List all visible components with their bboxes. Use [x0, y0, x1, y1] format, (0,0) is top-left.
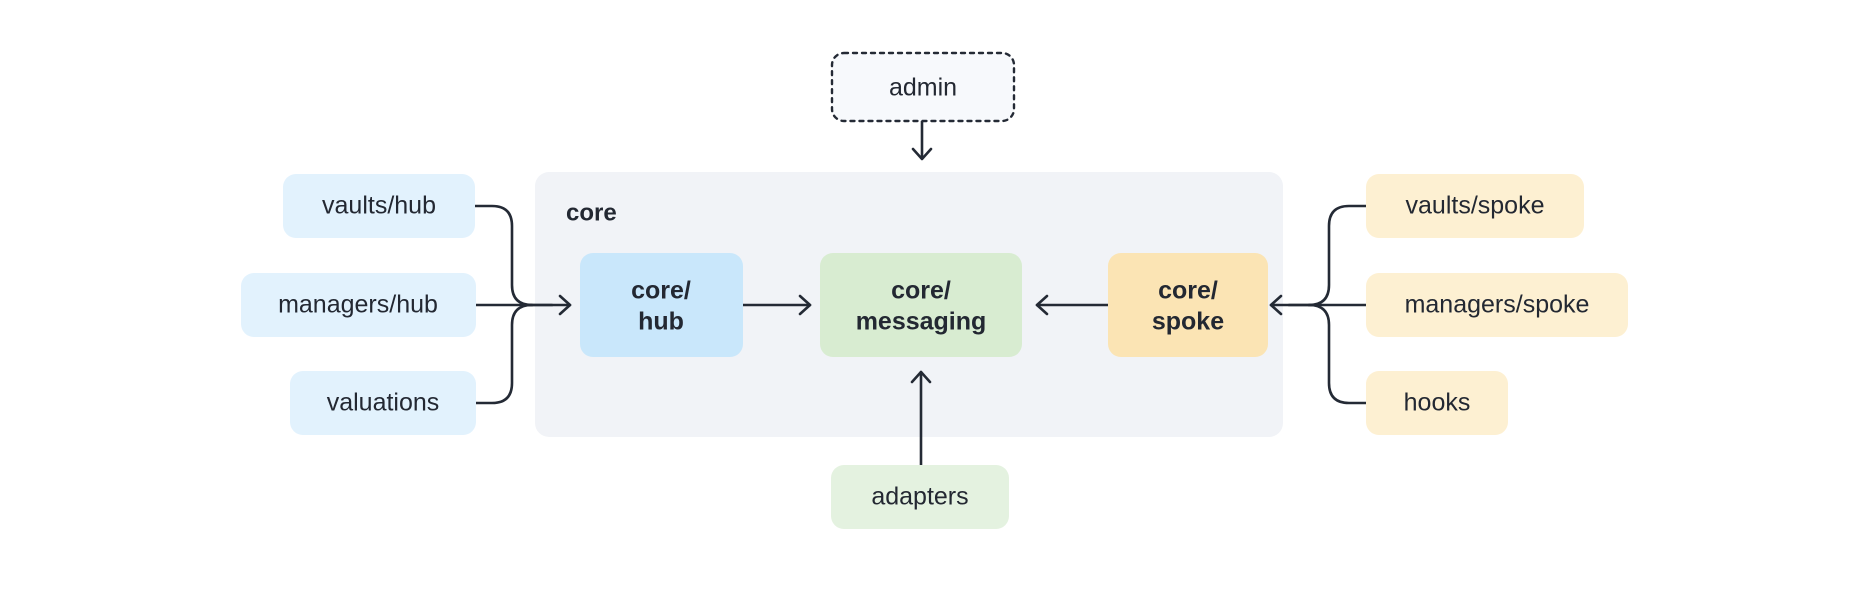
node-vaults-hub-shape[interactable] — [283, 174, 475, 238]
node-admin-label: admin — [889, 74, 957, 102]
node-vaults-spoke-shape[interactable] — [1366, 174, 1584, 238]
node-managers-spoke[interactable]: managers/spoke — [1366, 273, 1628, 337]
edge-fanin-left-arrowhead — [558, 294, 572, 316]
node-core-hub[interactable]: core/ hub — [580, 253, 743, 357]
node-managers-spoke-label: managers/spoke — [1405, 291, 1590, 319]
node-core-hub-label-line2: hub — [638, 308, 684, 336]
node-managers-hub-label: managers/hub — [278, 291, 438, 319]
node-vaults-hub[interactable]: vaults/hub — [283, 174, 475, 238]
node-managers-spoke-shape[interactable] — [1366, 273, 1628, 337]
node-core-hub-shape[interactable] — [580, 253, 743, 357]
node-valuations[interactable]: valuations — [290, 371, 476, 435]
edge-spoke-inputs-to-core-spoke — [1269, 204, 1368, 405]
node-adapters-label: adapters — [871, 483, 968, 511]
node-valuations-label: valuations — [327, 389, 440, 417]
node-core-messaging-label-line2: messaging — [856, 308, 987, 336]
node-hooks-label: hooks — [1404, 389, 1471, 417]
node-core-spoke-label-line2: spoke — [1152, 308, 1224, 336]
edge-core-spoke-to-core-messaging — [1035, 294, 1110, 316]
node-core-messaging-shape[interactable] — [820, 253, 1022, 357]
node-core-spoke-label-line1: core/ — [1158, 277, 1218, 305]
edge-hub-messaging-arrowhead — [798, 294, 812, 316]
node-managers-hub-shape[interactable] — [241, 273, 476, 337]
node-vaults-spoke[interactable]: vaults/spoke — [1366, 174, 1584, 238]
edge-hub-inputs-to-core-hub — [473, 204, 572, 405]
edge-admin-arrowhead — [911, 147, 933, 161]
edge-core-hub-to-core-messaging — [741, 294, 812, 316]
node-admin-shape[interactable] — [830, 51, 1016, 123]
node-hooks[interactable]: hooks — [1366, 371, 1508, 435]
edge-hooks-line — [1307, 303, 1368, 405]
edge-spoke-messaging-arrowhead — [1035, 294, 1049, 316]
edge-vaults-spoke-line — [1307, 204, 1368, 307]
node-adapters-shape[interactable] — [831, 465, 1009, 529]
edge-vaults-hub-line — [473, 204, 534, 307]
node-hooks-shape[interactable] — [1366, 371, 1508, 435]
node-adapters[interactable]: adapters — [831, 465, 1009, 529]
node-core-messaging-label-line1: core/ — [891, 277, 951, 305]
node-core-spoke[interactable]: core/ spoke — [1108, 253, 1268, 357]
node-vaults-spoke-label: vaults/spoke — [1406, 192, 1545, 220]
node-valuations-shape[interactable] — [290, 371, 476, 435]
edge-adapters-to-core-messaging — [910, 370, 932, 467]
node-managers-hub[interactable]: managers/hub — [241, 273, 476, 337]
node-core-hub-label-line1: core/ — [631, 277, 691, 305]
node-core-spoke-shape[interactable] — [1108, 253, 1268, 357]
edge-adapters-arrowhead — [910, 370, 932, 384]
node-vaults-hub-label: vaults/hub — [322, 192, 436, 220]
edge-valuations-line — [474, 303, 534, 405]
node-core-messaging[interactable]: core/ messaging — [820, 253, 1022, 357]
group-core-label: core — [566, 199, 617, 226]
edge-fanin-right-arrowhead — [1269, 294, 1283, 316]
edge-admin-to-core — [911, 118, 933, 161]
node-admin[interactable]: admin — [830, 51, 1016, 123]
